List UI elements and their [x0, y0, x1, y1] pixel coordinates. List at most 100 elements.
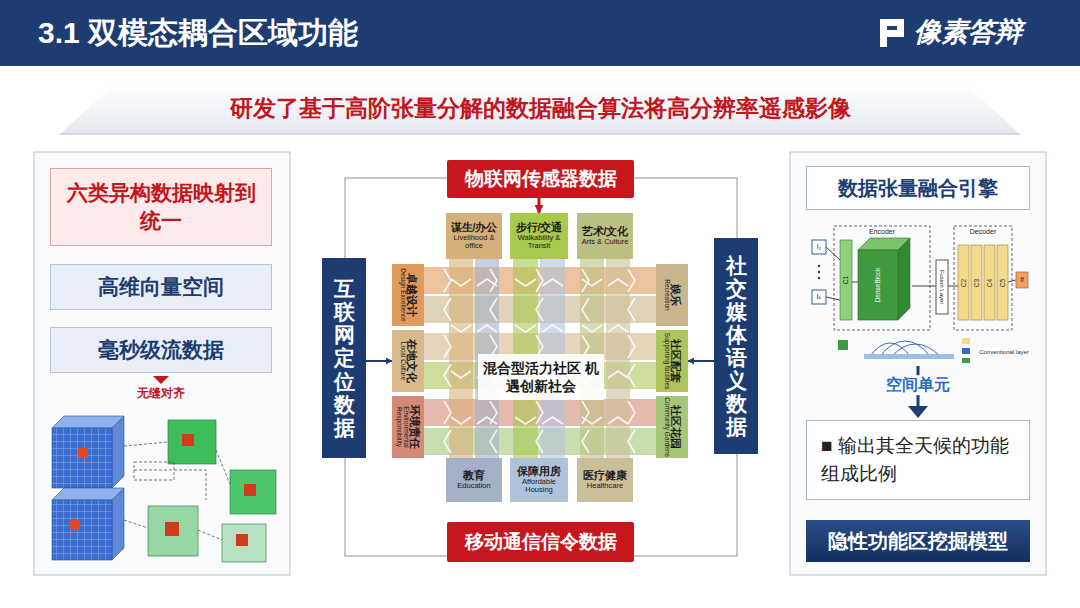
- flow-chevron: [490, 298, 497, 321]
- figure-label: C3: [973, 279, 980, 287]
- node-text: 毫秒级流数据: [98, 336, 224, 364]
- figure-label: Iₖ: [817, 293, 822, 301]
- node-text: 艺术/文化: [582, 226, 629, 238]
- category-box: 娱乐Recreation: [656, 264, 688, 326]
- figure-label: Encoder: [869, 228, 895, 236]
- logo-icon: [880, 19, 904, 47]
- process-box: 毫秒级流数据: [50, 327, 272, 373]
- node-subtext: Livelihood & office: [448, 234, 500, 251]
- logo-text: 像素答辩: [914, 18, 1022, 48]
- node-subtext: Education: [457, 482, 490, 490]
- flow-chevron: [444, 430, 451, 453]
- woven-band: [606, 259, 630, 458]
- figure-label: C1: [842, 276, 849, 284]
- category-box: 医疗健康Healthcare: [577, 458, 633, 502]
- node-subtext: Affordable Housing: [512, 478, 566, 495]
- flow-chevron: [444, 364, 451, 387]
- node-subtext: Recreation: [663, 279, 670, 310]
- source-box: 物联网传感器数据: [447, 160, 634, 198]
- source-box: 互联网定位数据: [322, 258, 366, 458]
- node-subtext: Design Excellence: [399, 268, 406, 321]
- flow-chevron: [444, 401, 451, 424]
- flow-chevron: [451, 325, 471, 332]
- figure-label: Decoder: [970, 228, 996, 236]
- category-box: 社区花园Community Gardens: [656, 396, 688, 458]
- node-subtext: Community Gardens: [663, 397, 670, 457]
- node-text: 在地文化: [406, 339, 417, 383]
- figure-label: DenseBlock: [874, 268, 881, 303]
- flow-chevron: [451, 279, 471, 286]
- annotation: 空间单元: [882, 375, 954, 395]
- banner-shape: [60, 84, 1020, 134]
- flow-chevron: [608, 417, 628, 424]
- node-text: 数据张量融合引擎: [838, 175, 998, 202]
- category-box: 保障用房Affordable Housing: [510, 458, 568, 502]
- flow-chevron: [628, 430, 635, 453]
- flow-chevron: [515, 417, 536, 424]
- flow-chevron: [608, 325, 628, 332]
- node-text: 物联网传感器数据: [465, 166, 617, 192]
- flow-chevron: [477, 325, 497, 332]
- flow-chevron: [628, 269, 635, 292]
- node-text: 移动通信信令数据: [465, 529, 617, 555]
- flow-arrow: [688, 360, 714, 362]
- node-subtext: Local Culture: [399, 342, 406, 380]
- flow-chevron: [628, 298, 635, 321]
- node-text: 研发了基于高阶张量分解的数据融合算法将高分辨率遥感影像: [230, 93, 851, 124]
- figure-label: Conventional layer: [979, 349, 1029, 356]
- center-frame: [345, 178, 737, 556]
- flow-chevron: [542, 325, 563, 332]
- engine-box: 数据张量融合引擎: [806, 166, 1030, 210]
- node-text: 社区配套: [670, 339, 681, 383]
- flow-chevron: [477, 417, 497, 424]
- flow-chevron: [515, 325, 536, 332]
- flow-chevron: [608, 279, 628, 286]
- figure-label: I₁: [817, 243, 821, 251]
- node-text: 社区花园: [670, 405, 681, 449]
- node-text: 高维向量空间: [98, 273, 224, 301]
- process-box: 高维向量空间: [50, 264, 272, 310]
- flow-chevron: [582, 279, 602, 286]
- flow-chevron: [542, 417, 563, 424]
- flow-chevron: [582, 430, 589, 453]
- node-text: 卓越设计: [406, 273, 417, 317]
- node-text: 社交媒体语义数据: [726, 254, 747, 439]
- woven-band: [449, 259, 473, 458]
- node-text: 医疗健康: [583, 470, 627, 482]
- flow-arrow: [366, 360, 392, 362]
- node-subtext: Environmental Responsibility: [396, 397, 410, 457]
- figure-label: Fusion Layer: [939, 270, 946, 305]
- flow-chevron: [515, 279, 536, 286]
- flow-chevron: [582, 417, 602, 424]
- category-box: 卓越设计Design Excellence: [392, 264, 424, 326]
- flow-chevron: [628, 364, 635, 387]
- category-box: 环境责任Environmental Responsibility: [392, 396, 424, 458]
- flow-chevron: [582, 325, 602, 332]
- left-panel: [34, 152, 290, 575]
- node-text: 娱乐: [670, 284, 681, 306]
- node-subtext: Supporting facilities: [663, 333, 670, 389]
- flow-chevron: [536, 269, 543, 292]
- node-subtext: Healthcare: [587, 482, 623, 490]
- source-box: 社交媒体语义数据: [714, 238, 758, 454]
- node-text: ■ 输出其全天候的功能组成比例: [821, 432, 1015, 489]
- flow-chevron: [628, 335, 635, 358]
- banner-heading: 研发了基于高阶张量分解的数据融合算法将高分辨率遥感影像: [160, 88, 920, 128]
- flow-chevron: [536, 298, 543, 321]
- process-box: 六类异构数据映射到统一: [50, 168, 272, 246]
- banner-base: [60, 133, 1020, 135]
- rotated-text-block: 社区花园Community Gardens: [656, 396, 688, 458]
- output-box: ■ 输出其全天候的功能组成比例: [806, 420, 1030, 500]
- figure-label: C5: [999, 279, 1006, 287]
- flow-chevron: [444, 269, 451, 292]
- flow-chevron: [444, 298, 451, 321]
- figure-label: C4: [986, 279, 993, 287]
- flow-chevron: [542, 279, 563, 286]
- annotation: 无缝对齐: [137, 387, 185, 400]
- category-box: 步行/交通Walkability & Transit: [510, 213, 568, 259]
- flow-chevron: [451, 371, 471, 378]
- category-box: 教育Education: [446, 458, 502, 502]
- figure-label: C2: [960, 279, 967, 287]
- node-subtext: Walkability & Transit: [512, 234, 566, 251]
